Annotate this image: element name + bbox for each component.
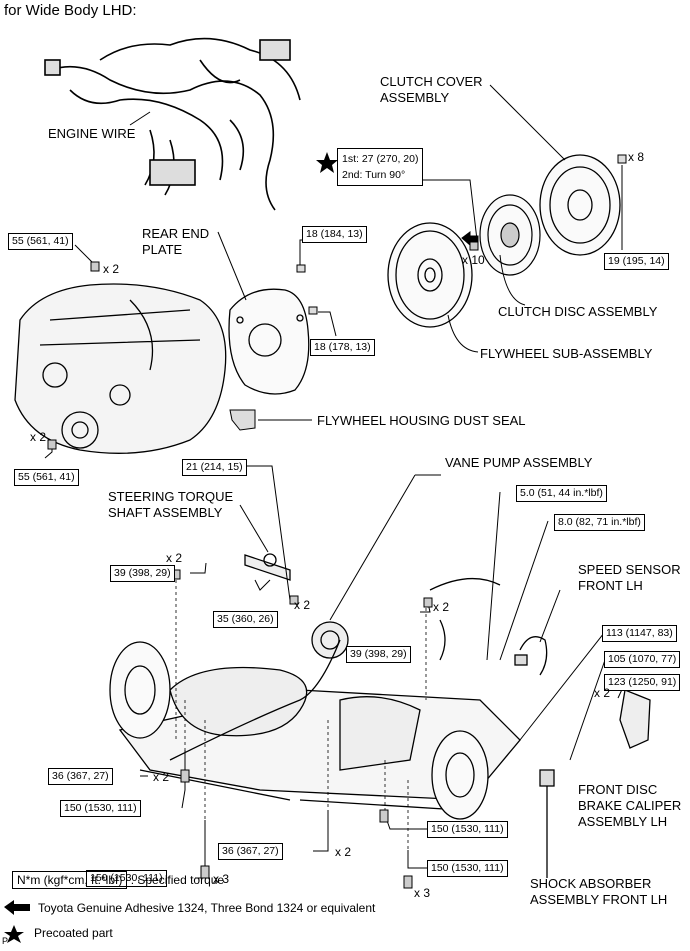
torque-39a: 39 (398, 29) [110,565,175,582]
label-caliper-1: FRONT DISC [578,782,658,797]
torque-18a: 18 (184, 13) [302,226,367,243]
legend-precoated: Precoated part [34,926,113,940]
mult-x10: x 10 [462,253,485,267]
mult-x3-150b: x 3 [213,872,230,886]
torque-113: 113 (1147, 83) [602,625,677,642]
bolt-19-drawing [617,154,627,164]
label-dust-seal: FLYWHEEL HOUSING DUST SEAL [317,413,526,428]
label-speed-sensor-1: SPEED SENSOR [578,562,681,577]
clutch-disc-drawing [479,194,541,276]
flywheel-bolt-step-1: 1st: 27 (270, 20) [342,153,419,165]
label-steering-2: SHAFT ASSEMBLY [108,505,223,520]
label-rear-end-plate-2: PLATE [142,242,183,257]
legend-star-icon [4,925,24,943]
torque-150a: 150 (1530, 111) [60,800,141,817]
torque-35: 35 (360, 26) [213,611,278,628]
mult-x8: x 8 [628,150,645,164]
flywheel-drawing [387,222,473,328]
torque-105: 105 (1070, 77) [604,651,681,668]
torque-123: 123 (1250, 91) [604,674,681,691]
legend-torque-unit: N*m (kgf*cm, ft.*lbf) [12,871,128,889]
mult-x2-123: x 2 [594,686,611,700]
brake-caliper-drawing [619,689,651,749]
torque-36b: 36 (367, 27) [218,843,283,860]
label-shock-2: ASSEMBLY FRONT LH [530,892,668,907]
legend-arrow-icon [4,900,30,915]
front-suspension-drawing [109,577,521,820]
engine-wire-drawing [44,37,301,211]
legend-torque-desc: : Specified torque [130,873,225,887]
label-speed-sensor-2: FRONT LH [578,578,643,593]
label-caliper-3: ASSEMBLY LH [578,814,668,829]
engine-drawing [14,283,227,454]
flywheel-bolt-torque-box: 1st: 27 (270, 20) 2nd: Turn 90° [337,148,424,186]
torque-55b: 55 (561, 41) [14,469,79,486]
label-steering-1: STEERING TORQUE [108,489,234,504]
torque-8: 8.0 (82, 71 in.*lbf) [554,514,645,531]
label-clutch-disc: CLUTCH DISC ASSEMBLY [498,304,658,319]
torque-21: 21 (214, 15) [182,459,247,476]
mult-x2-39b: x 2 [433,600,450,614]
steering-shaft-drawing [244,553,291,581]
torque-39b: 39 (398, 29) [346,646,411,663]
label-engine-wire: ENGINE WIRE [48,126,136,141]
mult-x2-21: x 2 [294,598,311,612]
torque-150b: 150 (1530, 111) [86,870,167,887]
mult-x2-engine-top: x 2 [103,262,120,276]
clutch-cover-drawing [539,154,621,256]
legend-adhesive: Toyota Genuine Adhesive 1324, Three Bond… [38,901,376,915]
flywheel-bolt-step-2: 2nd: Turn 90° [342,169,406,181]
torque-150c: 150 (1530, 111) [427,821,508,838]
star-icon [316,152,338,173]
speed-sensor-drawing [514,636,548,676]
label-clutch-cover-2: ASSEMBLY [380,90,450,105]
label-caliper-2: BRAKE CALIPER [578,798,682,813]
bolt-18b-drawing [308,306,318,315]
mult-x2-engine-bottom: x 2 [30,430,47,444]
shock-absorber-drawing [539,769,555,878]
torque-36a: 36 (367, 27) [48,768,113,785]
label-shock-1: SHOCK ABSORBER [530,876,652,891]
dust-seal-drawing [229,409,256,431]
torque-55a: 55 (561, 41) [8,233,73,250]
page-title: for Wide Body LHD: [4,2,137,19]
torque-5: 5.0 (51, 44 in.*lbf) [516,485,607,502]
mult-x2-36a: x 2 [153,770,170,784]
rear-end-plate-drawing [228,288,310,395]
mult-x2-36b: x 2 [335,845,352,859]
label-vane-pump: VANE PUMP ASSEMBLY [445,455,593,470]
mult-x2-39a: x 2 [166,551,183,565]
label-flywheel: FLYWHEEL SUB-ASSEMBLY [480,346,653,361]
label-clutch-cover-1: CLUTCH COVER [380,74,483,89]
legend-torque: N*m (kgf*cm, ft.*lbf) : Specified torque [12,871,225,889]
torque-18b: 18 (178, 13) [310,339,375,356]
torque-150d: 150 (1530, 111) [427,860,508,877]
mult-x3-150d: x 3 [414,886,431,900]
torque-19: 19 (195, 14) [604,253,669,270]
label-rear-end-plate-1: REAR END [142,226,210,241]
bolt-18a-drawing [296,264,306,273]
corner-mark: P [2,936,9,946]
